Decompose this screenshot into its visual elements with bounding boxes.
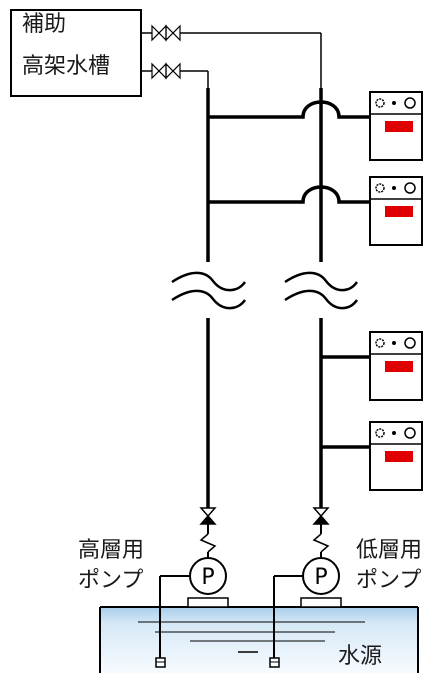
low-pump-label-line2: ポンプ	[356, 568, 422, 593]
low-pump-letter: P	[314, 565, 327, 590]
low-zone-riser	[319, 88, 370, 508]
hydrant-cabinet-low-1	[369, 331, 423, 401]
hydrant-cabinet-high-2	[369, 176, 423, 246]
high-pump-letter: P	[201, 565, 214, 590]
hydrant-cabinet-low-2	[369, 421, 423, 491]
high-zone-pump-assembly	[155, 507, 229, 668]
high-pump-label-line1: 高層用	[78, 538, 145, 563]
pipe-break-symbols	[171, 271, 359, 310]
low-pump-label-line1: 低層用	[356, 538, 423, 563]
water-source-label: 水源	[338, 644, 383, 669]
water-source	[99, 606, 419, 673]
tank-label-line1: 補助	[22, 12, 67, 37]
auxiliary-elevated-tank	[10, 9, 142, 97]
hydrant-cabinet-high-1	[369, 91, 423, 161]
tank-label-line2: 高架水槽	[22, 54, 111, 79]
tank-outlet-pipes	[141, 24, 322, 90]
low-zone-pump-assembly	[269, 507, 342, 668]
high-pump-label-line2: ポンプ	[78, 568, 144, 593]
